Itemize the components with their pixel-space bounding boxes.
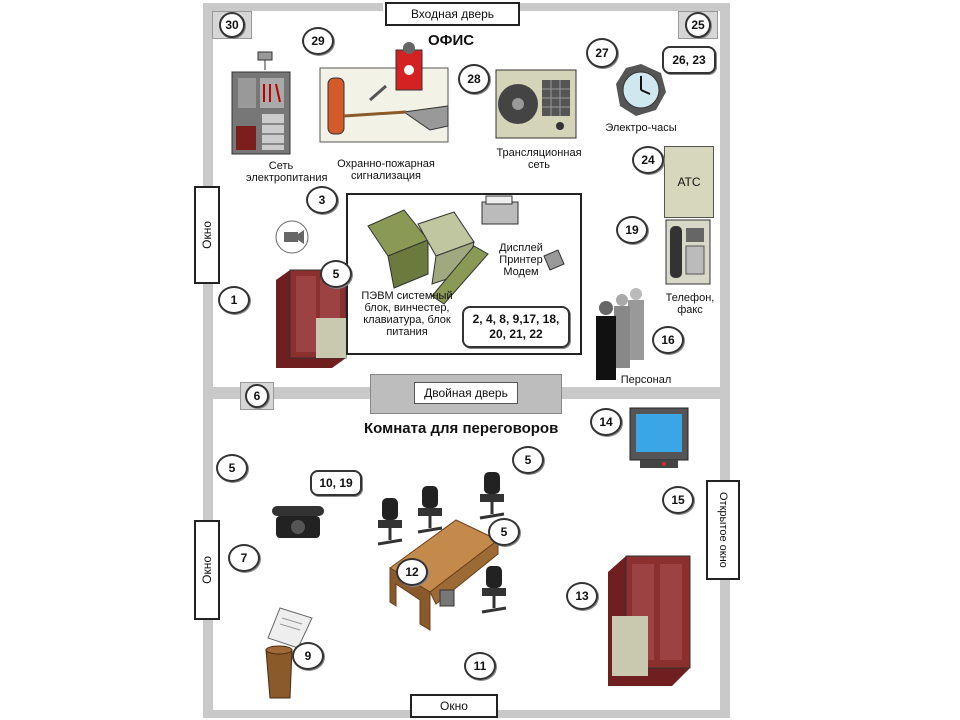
callout-16: 16 <box>652 326 684 354</box>
callout-15: 15 <box>662 486 694 514</box>
office-chair-icon-2 <box>417 486 443 534</box>
corner-6: 6 <box>240 382 274 410</box>
office-window-left-label: Окно <box>200 221 214 249</box>
callout-26-23: 26, 23 <box>662 46 716 74</box>
callout-19: 19 <box>616 216 648 244</box>
divider-wall-right <box>562 387 730 399</box>
pc-label: ПЭВМ системный блок, винчестер, клавиату… <box>361 290 453 338</box>
callout-12: 12 <box>396 558 428 586</box>
callout-11: 11 <box>464 652 496 680</box>
callout-1: 1 <box>218 286 250 314</box>
wastebasket-icon <box>265 607 313 699</box>
meeting-window-bottom: Окно <box>410 694 498 718</box>
office-wall-top-left <box>203 3 383 11</box>
bottom-wall-right <box>497 710 730 718</box>
callout-7: 7 <box>228 544 260 572</box>
clock-label: Электро-часы <box>605 122 677 134</box>
callout-3: 3 <box>306 186 338 214</box>
entrance-door-label: Входная дверь <box>385 2 520 26</box>
meeting-cabinet-icon <box>608 555 691 686</box>
callout-5-window: 5 <box>216 454 248 482</box>
peripherals-label: Дисплей Принтер Модем <box>499 242 543 278</box>
callout-24: 24 <box>632 146 664 174</box>
broadcast-label: Трансляционная сеть <box>496 147 582 171</box>
corner-30: 30 <box>212 11 252 39</box>
office-wall-top-right <box>520 3 730 11</box>
power-panel-icon <box>231 71 291 155</box>
office-cabinet-icon <box>276 269 347 368</box>
office-wall-right <box>720 3 730 718</box>
meeting-room-title: Комната для переговоров <box>364 420 559 437</box>
staff-label: Персонал <box>620 374 672 386</box>
desk-phone-icon <box>272 506 324 538</box>
callout-10-19: 10, 19 <box>310 470 362 496</box>
tv-icon <box>629 407 689 468</box>
double-door-label: Двойная дверь <box>414 382 518 404</box>
callout-pc-list: 2, 4, 8, 9,17, 18, 20, 21, 22 <box>462 306 570 348</box>
power-grid-label: Сеть электропитания <box>246 160 328 184</box>
office-chair-icon-4 <box>481 566 507 614</box>
phone-fax-label: Телефон, факс <box>665 292 715 316</box>
callout-29: 29 <box>302 27 334 55</box>
corner-25: 25 <box>678 11 718 39</box>
staff-people-icon <box>596 288 644 380</box>
callout-9: 9 <box>292 642 324 670</box>
pc-equipment-icon <box>367 195 565 305</box>
callout-13: 13 <box>566 582 598 610</box>
open-window: Открытое окно <box>706 480 740 580</box>
fire-alarm-icon <box>319 42 449 143</box>
pbx-box: АТС <box>664 146 714 218</box>
callout-27: 27 <box>586 38 618 68</box>
callout-5-chairs-top: 5 <box>512 446 544 474</box>
callout-25: 25 <box>685 12 711 38</box>
camera-icon <box>275 220 309 254</box>
bottom-wall-left <box>203 710 413 718</box>
callout-30: 30 <box>219 12 245 38</box>
fire-alarm-label: Охранно-пожарная сигнализация <box>337 158 435 182</box>
office-wall-left <box>203 3 213 718</box>
office-title: ОФИС <box>428 32 475 49</box>
divider-wall-left <box>203 387 370 399</box>
phone-fax-icon <box>665 219 711 285</box>
power-plug-icon <box>257 51 273 70</box>
callout-5-office: 5 <box>320 260 352 288</box>
callout-6: 6 <box>245 384 269 408</box>
open-window-label: Открытое окно <box>717 492 729 568</box>
meeting-window-left-label: Окно <box>200 556 214 584</box>
electric-clock-icon <box>616 64 666 116</box>
callout-28: 28 <box>458 64 490 94</box>
office-chair-icon-3 <box>479 472 505 520</box>
office-chair-icon-1 <box>377 498 403 546</box>
office-window-left: Окно <box>194 186 220 284</box>
callout-5-chairs-mid: 5 <box>488 518 520 546</box>
meeting-window-left: Окно <box>194 520 220 620</box>
callout-14: 14 <box>590 408 622 436</box>
broadcast-speaker-icon <box>495 69 577 139</box>
